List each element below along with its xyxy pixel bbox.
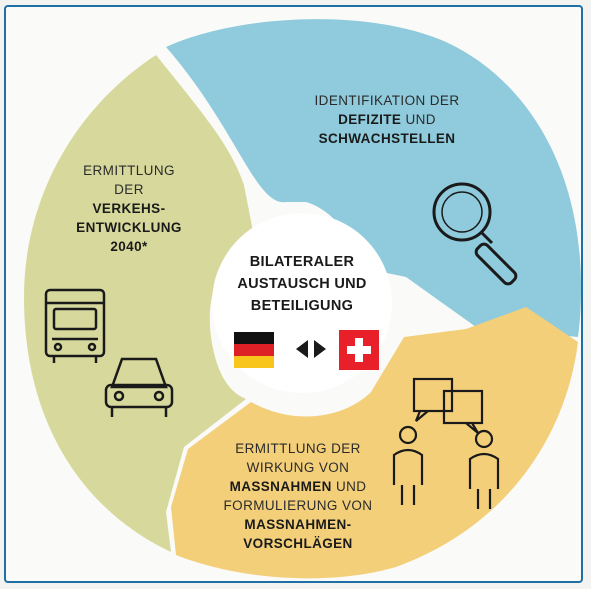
label-measures-line4: FORMULIERUNG VON bbox=[223, 498, 373, 513]
label-measures-rest: UND bbox=[331, 479, 367, 494]
label-traffic-bold1: VERKEHS- bbox=[92, 201, 166, 216]
label-traffic-line2: DER bbox=[114, 182, 144, 197]
germany-flag-black bbox=[234, 332, 274, 344]
segment-top-deficits bbox=[166, 19, 581, 337]
label-deficits-line1: IDENTIFIKATION DER bbox=[314, 93, 460, 108]
center-title: BILATERALER AUSTAUSCH UND BETEILIGUNG bbox=[226, 251, 378, 317]
label-traffic-line1: ERMITTLUNG bbox=[83, 163, 175, 178]
label-traffic-bold2: ENTWICKLUNG bbox=[76, 220, 182, 235]
center-title-line1: BILATERALER bbox=[249, 254, 355, 270]
switzerland-flag bbox=[339, 330, 379, 370]
label-deficits-bold2: SCHWACHSTELLEN bbox=[318, 131, 456, 146]
exchange-arrows-icon bbox=[296, 340, 326, 358]
label-deficits: IDENTIFIKATION DER DEFIZITE UND SCHWACHS… bbox=[292, 91, 482, 148]
germany-flag bbox=[234, 332, 274, 368]
label-measures-bold1: MASSNAHMEN bbox=[229, 479, 332, 494]
label-measures-line1: ERMITTLUNG DER bbox=[235, 441, 361, 456]
label-deficits-bold1: DEFIZITE bbox=[338, 112, 402, 127]
label-deficits-line2: DEFIZITE UND bbox=[292, 110, 482, 129]
car-icon bbox=[104, 357, 174, 417]
germany-flag-gold bbox=[234, 356, 274, 368]
center-title-line2: AUSTAUSCH UND bbox=[237, 276, 367, 292]
swiss-cross-icon bbox=[347, 338, 371, 362]
label-measures-bold2: MASSNAHMEN- bbox=[244, 517, 352, 532]
diagram-frame: IDENTIFIKATION DER DEFIZITE UND SCHWACHS… bbox=[4, 5, 583, 583]
germany-flag-red bbox=[234, 344, 274, 356]
label-measures-line3: MASSNAHMEN UND bbox=[198, 477, 398, 496]
center-title-line3: BETEILIGUNG bbox=[250, 298, 354, 314]
label-measures-line2: WIRKUNG VON bbox=[246, 460, 350, 475]
discussion-people-icon bbox=[392, 377, 500, 509]
magnifier-icon bbox=[432, 182, 518, 286]
segment-left-traffic bbox=[24, 55, 256, 552]
label-traffic: ERMITTLUNG DER VERKEHS- ENTWICKLUNG 2040… bbox=[54, 161, 204, 256]
label-measures: ERMITTLUNG DER WIRKUNG VON MASSNAHMEN UN… bbox=[198, 439, 398, 553]
label-deficits-rest: UND bbox=[401, 112, 436, 127]
truck-icon bbox=[44, 288, 106, 363]
segment-bottom-measures bbox=[171, 307, 578, 579]
label-traffic-bold3: 2040* bbox=[110, 239, 148, 254]
label-measures-bold3: VORSCHLÄGEN bbox=[243, 536, 353, 551]
